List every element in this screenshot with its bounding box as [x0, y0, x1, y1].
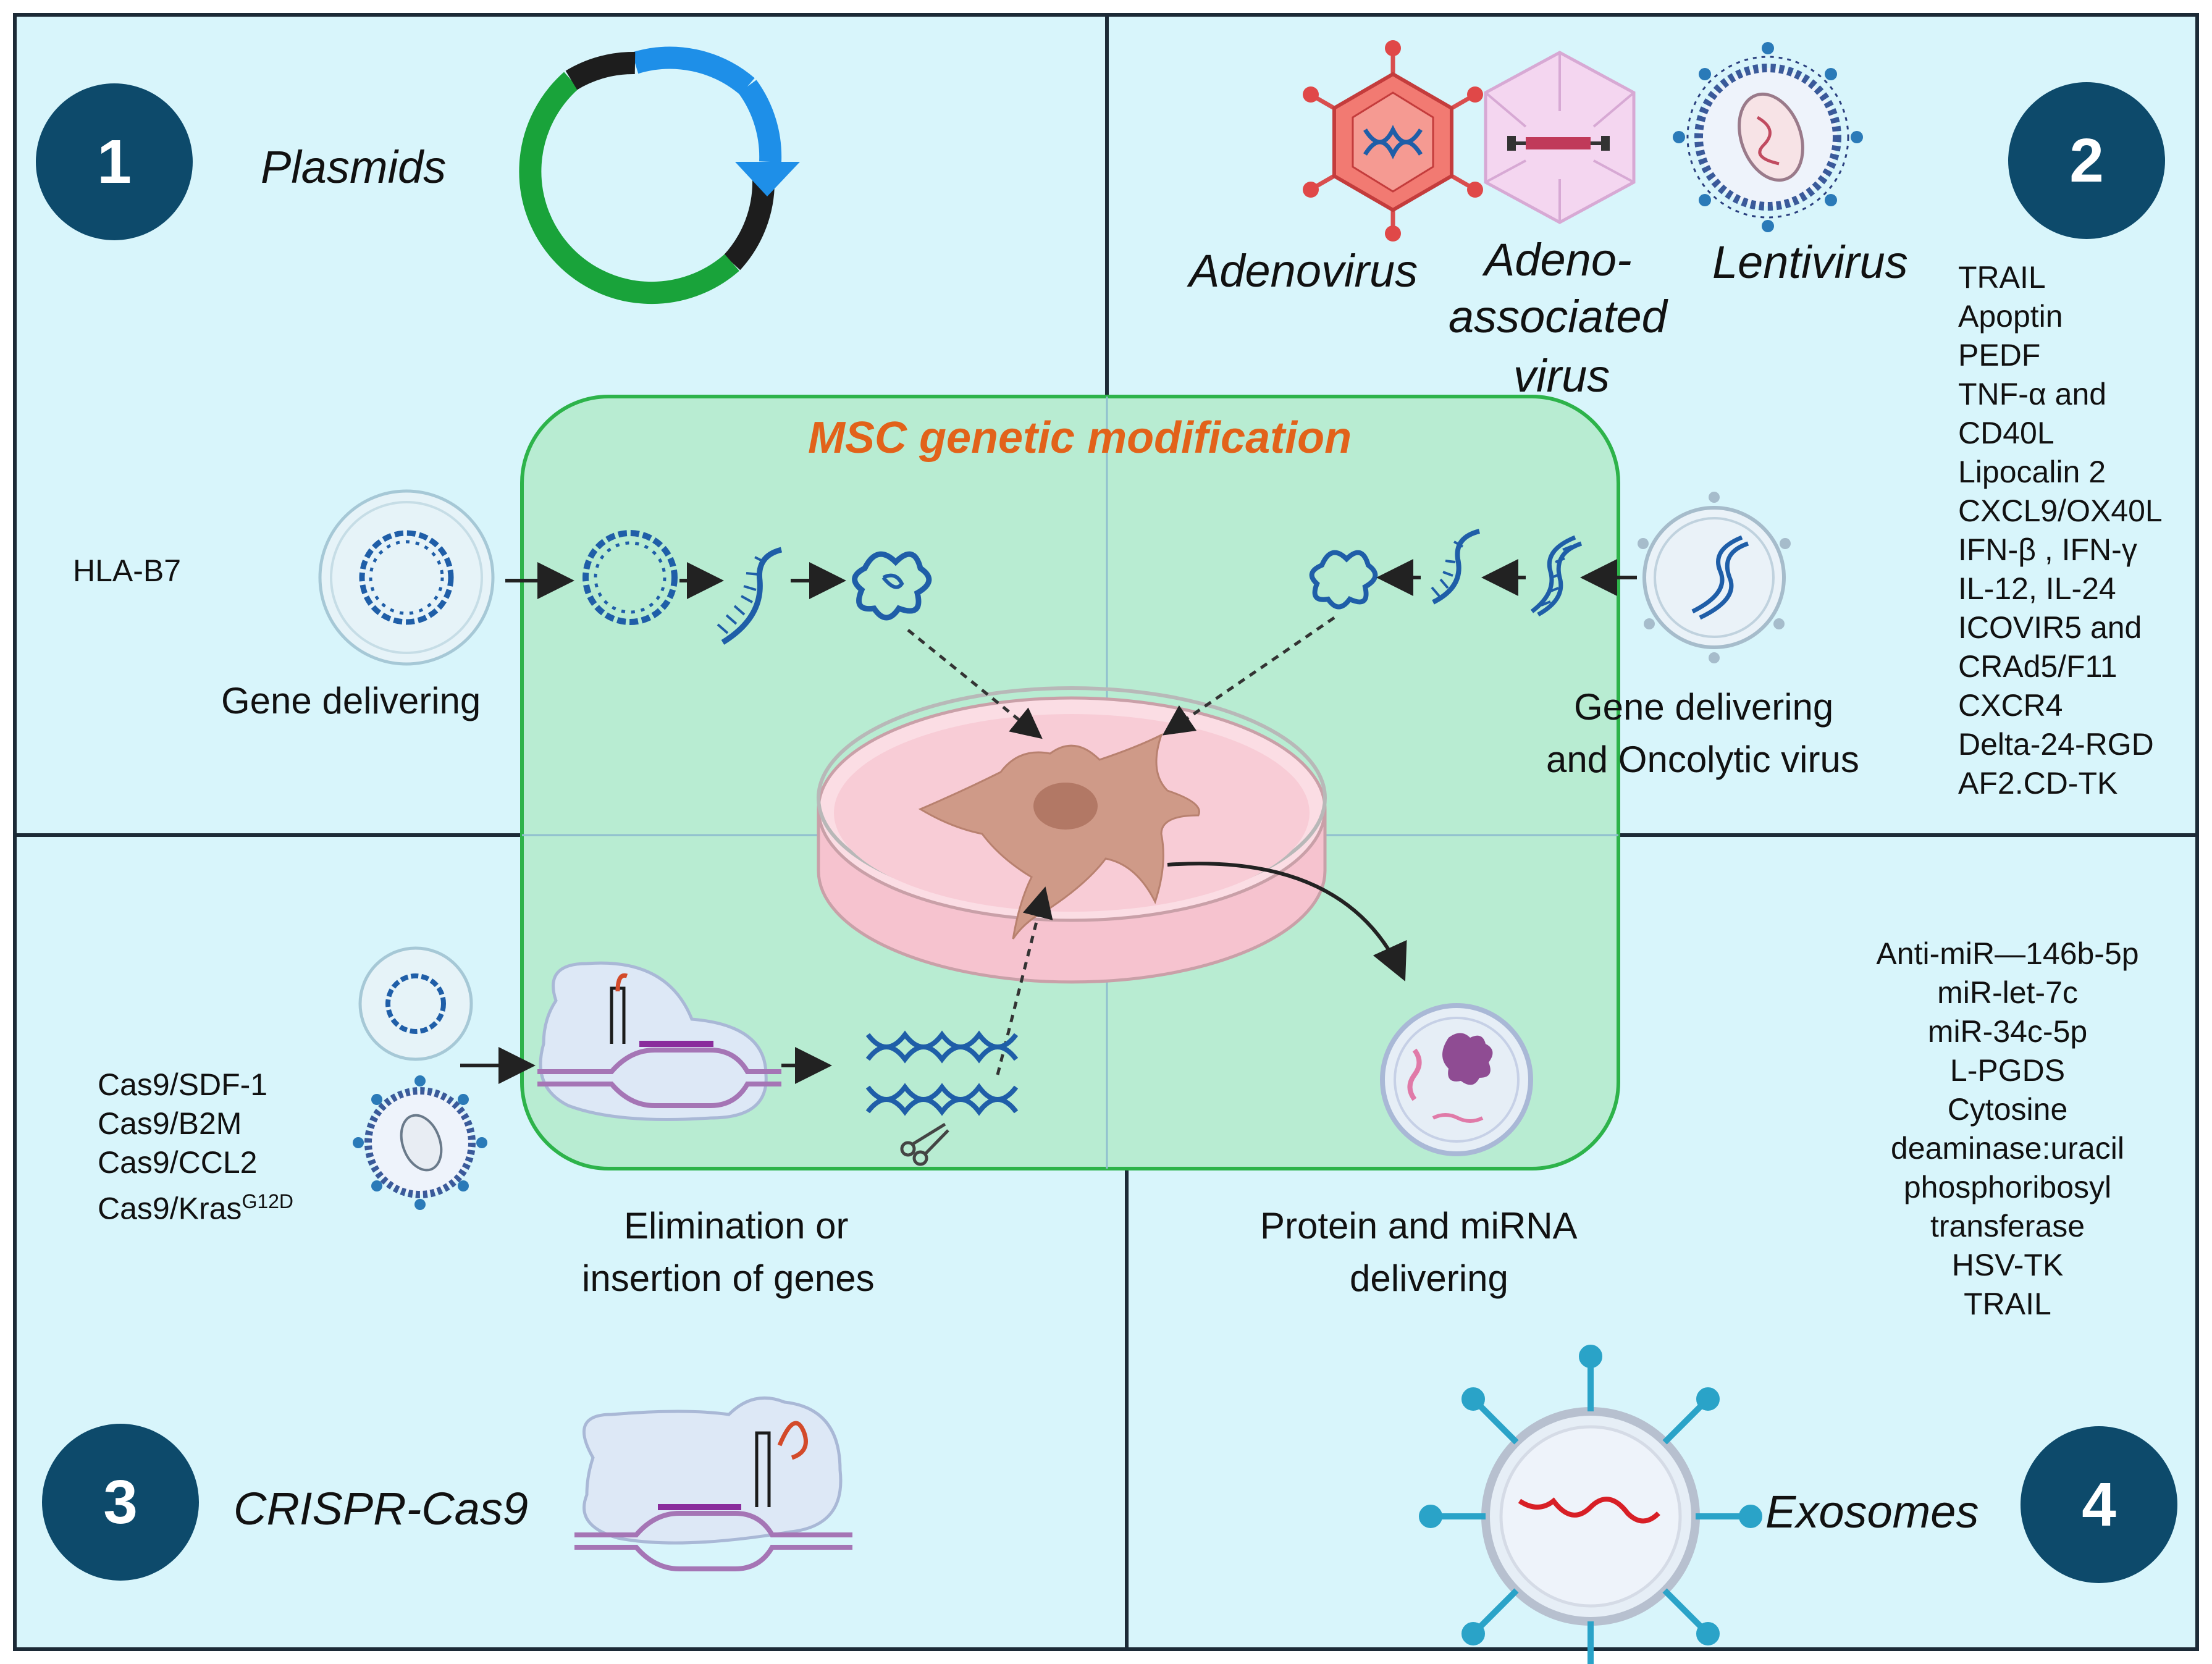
rna-icon [717, 547, 783, 645]
exosome-icon [1481, 1407, 1700, 1626]
gene-item: Cas9/CCL2 [98, 1145, 258, 1180]
gene-item: CXCL9/OX40L [1958, 494, 2163, 528]
aav-label-line2: associated [1449, 291, 1667, 342]
gene-item: transferase [1930, 1209, 2085, 1243]
badge-3-number: 3 [103, 1468, 138, 1537]
center-title: MSC genetic modification [808, 413, 1352, 463]
dna-icon-2 [865, 1030, 1019, 1116]
crispr-icon [537, 961, 781, 1121]
adenovirus-icon [1303, 40, 1483, 242]
plasmid-icon [519, 46, 800, 305]
aav-icon [1484, 51, 1636, 224]
gene-item: Apoptin [1958, 299, 2063, 334]
gene-item: Cas9/B2M [98, 1106, 242, 1141]
badge-4 [2021, 1426, 2177, 1583]
badge-4-number: 4 [2082, 1470, 2116, 1539]
exosome-vesicle-icon [1380, 1003, 1533, 1156]
gene-item: HLA-B7 [73, 553, 182, 588]
scissors-icon [900, 1122, 949, 1166]
q3-process-line2: insertion of genes [582, 1258, 875, 1299]
gene-item: Lipocalin 2 [1958, 455, 2106, 489]
gene-item: CRAd5/F11 [1958, 649, 2117, 684]
gene-item: deaminase:uracil [1891, 1131, 2124, 1166]
gene-item: AF2.CD-TK [1958, 766, 2118, 800]
aav-label-line3: virus [1513, 350, 1610, 401]
gene-item: ICOVIR5 and [1958, 610, 2142, 645]
q1-gene-list: HLA-B7 [73, 552, 181, 590]
crispr-icon-2 [574, 1396, 852, 1571]
msc-cell-icon [918, 733, 1200, 939]
plasmid-vesicle-icon [318, 489, 495, 666]
gene-item: phosphoribosyl [1903, 1170, 2112, 1204]
adenovirus-label: Adenovirus [1189, 245, 1418, 296]
gene-item: Anti-miR—146b-5p [1876, 936, 2139, 971]
gene-item: TRAIL [1958, 260, 2046, 295]
gene-item: HSV-TK [1951, 1248, 2064, 1282]
lentivirus-icon-2 [364, 1087, 476, 1198]
gene-item: Cytosine [1947, 1092, 2068, 1127]
q3-process-line1: Elimination or [624, 1205, 849, 1246]
protein-icon [852, 551, 932, 621]
gene-item: CD40L [1958, 416, 2054, 450]
gene-item: TRAIL [1964, 1287, 2051, 1321]
badge-2-number: 2 [2069, 126, 2104, 195]
dna-icon [582, 530, 678, 625]
gene-item: miR-let-7c [1937, 975, 2078, 1010]
gene-item: IFN-β , IFN-γ [1958, 532, 2137, 567]
gene-item: TNF-α and [1958, 377, 2107, 411]
kras-base: Cas9/Kras [98, 1191, 242, 1226]
lentivirus-label: Lentivirus [1712, 237, 1908, 288]
exosomes-title: Exosomes [1765, 1486, 1979, 1537]
gene-item: miR-34c-5p [1927, 1014, 2088, 1049]
q2-process-line2: and Oncolytic virus [1546, 739, 1859, 780]
dna-helix-icon [1530, 535, 1583, 617]
gene-item: L-PGDS [1949, 1053, 2066, 1088]
badge-2 [2008, 82, 2165, 239]
badge-3 [42, 1424, 199, 1581]
kras-superscript: G12D [242, 1190, 294, 1212]
exosome-receptors [1419, 1345, 1762, 1664]
lentivirus-spikes [1673, 42, 1863, 232]
badge-1 [36, 83, 193, 240]
badge-1-number: 1 [97, 127, 132, 196]
crispr-title: CRISPR-Cas9 [233, 1483, 528, 1534]
gene-item: Delta-24-RGD [1958, 727, 2154, 762]
q2-gene-list: TRAIL Apoptin PEDF TNF-α and CD40L Lipoc… [1958, 258, 2163, 803]
q1-process-label: Gene delivering [221, 680, 481, 721]
gene-item: CXCR4 [1958, 688, 2063, 723]
aav-label-line1: Adeno- [1484, 234, 1632, 285]
q4-process-line1: Protein and miRNA [1260, 1205, 1578, 1246]
lentivirus-icon [1686, 56, 1849, 219]
gene-item: IL-12, IL-24 [1958, 571, 2116, 606]
gene-item: PEDF [1958, 338, 2041, 372]
q4-gene-list: Anti-miR—146b-5p miR-let-7c miR-34c-5p L… [1853, 935, 2162, 1324]
q4-process-line2: delivering [1350, 1258, 1508, 1299]
protein-icon-2 [1309, 550, 1378, 610]
gene-item: Cas9/KrasG12D [98, 1182, 293, 1229]
rna-icon-2 [1431, 529, 1481, 605]
q3-gene-list: Cas9/SDF-1 Cas9/B2M Cas9/CCL2 Cas9/KrasG… [98, 1065, 293, 1229]
gene-item: Cas9/SDF-1 [98, 1067, 268, 1102]
plasmids-title: Plasmids [261, 141, 447, 193]
q2-process-line1: Gene delivering [1574, 686, 1834, 728]
viral-vector-icon [1642, 506, 1786, 649]
plasmid-vesicle-icon-2 [358, 946, 473, 1061]
